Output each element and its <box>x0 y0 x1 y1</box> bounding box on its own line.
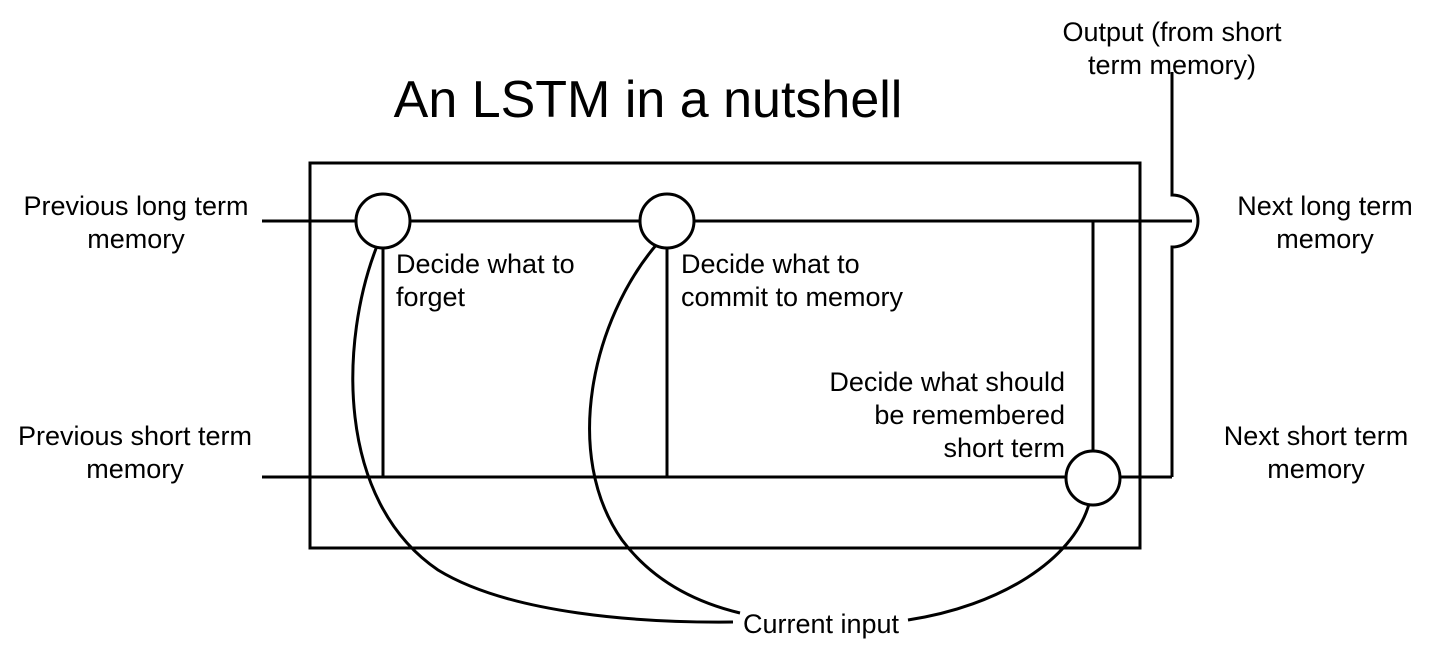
label-next-long-term-line1: Next long term <box>1237 191 1413 221</box>
label-current-input: Current input <box>742 609 900 639</box>
label-remember-gate-line2: be remembered <box>874 400 1065 430</box>
label-forget-gate-line1: Decide what to <box>396 249 575 279</box>
label-next-short-term-line1: Next short term <box>1223 421 1409 451</box>
current-input-curve-commit <box>588 243 741 615</box>
remember-gate-circle <box>1064 449 1122 507</box>
label-remember-gate-line1: Decide what should <box>829 367 1065 397</box>
forget-gate-circle <box>354 192 412 250</box>
cell-box <box>308 161 1142 550</box>
label-commit-gate-line1: Decide what to <box>681 249 860 279</box>
label-previous-long-term: Previous long term memory <box>8 190 264 256</box>
label-next-short-term-line2: memory <box>1267 454 1365 484</box>
label-previous-long-term-line1: Previous long term <box>23 191 249 221</box>
label-commit-gate-line2: commit to memory <box>681 282 904 312</box>
label-output-line1: Output (from short <box>1062 17 1282 47</box>
label-previous-short-term-line2: memory <box>86 454 184 484</box>
label-previous-short-term: Previous short term memory <box>2 420 268 486</box>
label-next-short-term: Next short term memory <box>1210 420 1422 486</box>
page-title: An LSTM in a nutshell <box>393 71 903 129</box>
commit-gate-circle <box>638 192 696 250</box>
label-remember-gate-line3: short term <box>943 433 1065 463</box>
output-line <box>1170 72 1200 477</box>
label-output-line2: term memory) <box>1088 50 1256 80</box>
label-commit-gate: Decide what to commit to memory <box>681 248 931 314</box>
current-input-curve-remember <box>907 503 1091 622</box>
label-output: Output (from short term memory) <box>1032 16 1312 82</box>
label-remember-gate: Decide what should be remembered short t… <box>800 366 1065 465</box>
label-forget-gate-line2: forget <box>396 282 466 312</box>
label-previous-short-term-line1: Previous short term <box>17 421 253 451</box>
label-forget-gate: Decide what to forget <box>396 248 626 314</box>
label-next-long-term: Next long term memory <box>1222 190 1428 256</box>
label-next-long-term-line2: memory <box>1276 224 1374 254</box>
label-previous-long-term-line2: memory <box>87 224 185 254</box>
current-input-curve-forget <box>351 245 734 624</box>
